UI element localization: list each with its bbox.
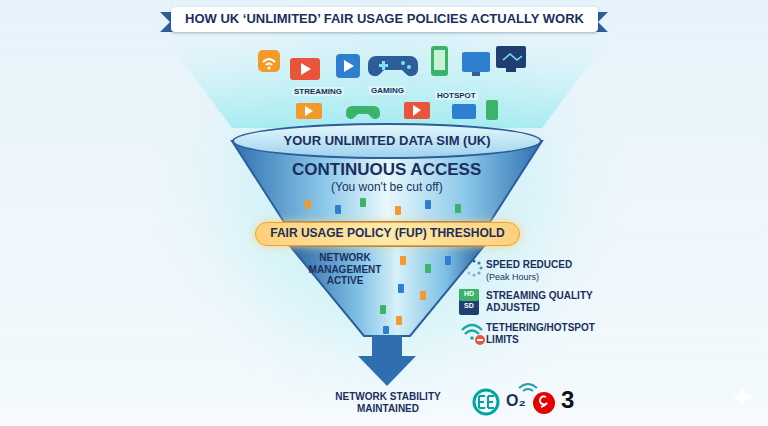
funnel-rim: YOUR UNLIMITED DATA SIM (UK) <box>232 123 542 159</box>
icon-text: SD <box>464 302 474 310</box>
subheadline: (You won't be cut off) <box>331 181 443 195</box>
outcome-label: NETWORK STABILITY MAINTAINED <box>313 391 463 414</box>
operator-logo: 3 <box>561 386 574 414</box>
app-label: GAMING <box>369 86 406 95</box>
node-text: YOUR UNLIMITED DATA SIM (UK) <box>283 134 490 149</box>
headline: CONTINUOUS ACCESS <box>292 160 481 180</box>
title-banner: HOW UK ‘UNLIMITED’ FAIR USAGE POLICIES A… <box>171 7 598 32</box>
effect-label: SPEED REDUCED <box>486 259 572 271</box>
operator-logo: O₂ <box>506 392 526 410</box>
app-label: HOTSPOT <box>435 91 478 100</box>
effect-label: STREAMING QUALITY ADJUSTED <box>486 290 611 313</box>
node-text: FAIR USAGE POLICY (FUP) THRESHOLD <box>270 227 504 241</box>
icon-text: HD <box>464 290 474 298</box>
effect-note: (Peak Hours) <box>486 272 539 282</box>
funnel-note: NETWORK MANAGEMENT ACTIVE <box>301 252 389 287</box>
effect-label: TETHERING/HOTSPOT LIMITS <box>486 322 611 345</box>
threshold-band: FAIR USAGE POLICY (FUP) THRESHOLD <box>255 222 520 246</box>
app-label: STREAMING <box>292 87 344 96</box>
